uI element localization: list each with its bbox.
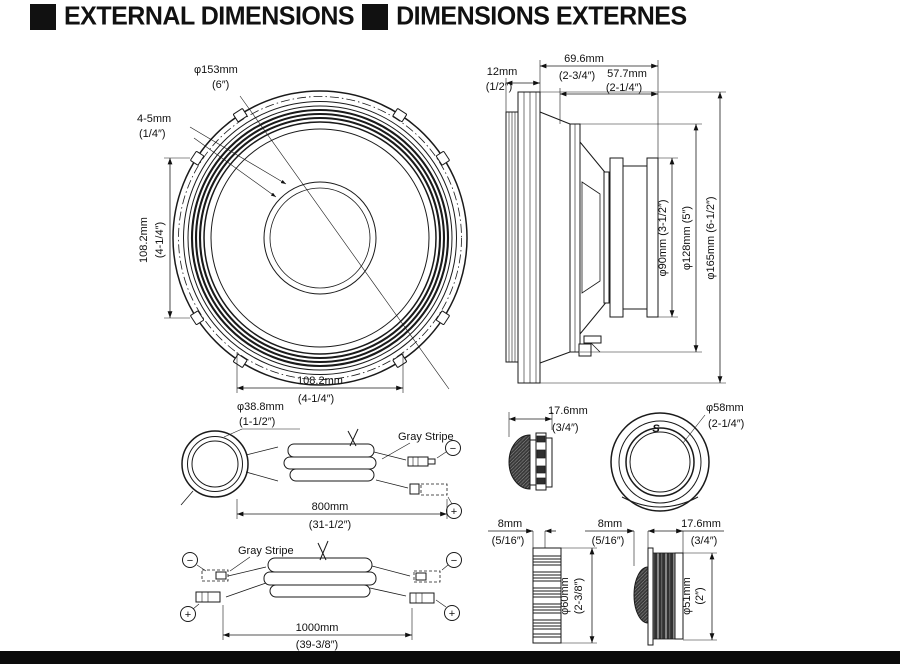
woofer-front-dimensions: φ153mm (6″) 4-5mm (1/4″) 108.2mm (4-1/4″… bbox=[137, 64, 404, 405]
dim-tweeter-depth: 17.6mm bbox=[548, 405, 588, 417]
dim-cable-length-1000-in: (39-3/8″) bbox=[296, 639, 338, 651]
harness-assembly: − + Gray Stripe bbox=[180, 540, 462, 651]
dim-cable-length-800: 800mm bbox=[312, 501, 349, 513]
bottom-border-bar bbox=[0, 651, 900, 664]
gray-stripe-label: Gray Stripe bbox=[398, 431, 454, 443]
negative-terminal-symbol: − bbox=[451, 555, 457, 567]
dim-hole-span-horizontal-in: (4-1/4″) bbox=[298, 393, 334, 405]
dim-angle-diameter-in: (2″) bbox=[694, 587, 706, 604]
dim-overall-diameter: φ165mm (6-1/2″) bbox=[705, 196, 717, 279]
woofer-side-view bbox=[505, 91, 659, 384]
dim-cable-length-1000: 1000mm bbox=[296, 622, 339, 634]
dim-angle-protrusion-in: (5/16″) bbox=[592, 535, 625, 547]
dim-hole-span-vertical: 108.2mm bbox=[138, 217, 150, 263]
spade-connector-positive bbox=[409, 483, 448, 496]
dim-tweeter-diameter: φ38.8mm bbox=[237, 401, 284, 413]
gray-stripe-label: Gray Stripe bbox=[238, 545, 294, 557]
negative-terminal-symbol: − bbox=[187, 555, 193, 567]
angle-mount-side-view: 8mm (5/16″) 17.6mm (3/4″) φ51mm (2″) bbox=[585, 518, 724, 646]
cup-thread-bands bbox=[533, 555, 561, 638]
dim-tweeter-depth-in: (3/4″) bbox=[552, 422, 579, 434]
dim-total-depth: 69.6mm bbox=[564, 53, 604, 65]
spade-connector-left-positive bbox=[195, 591, 221, 603]
dim-cable-length-800-in: (31-1/2″) bbox=[309, 519, 351, 531]
dim-angle-depth: 17.6mm bbox=[681, 518, 721, 530]
dim-woofer-diameter-in: (6″) bbox=[212, 79, 229, 91]
title-marker-en bbox=[30, 3, 56, 30]
dim-flange-thickness-in: (1/4″) bbox=[139, 128, 166, 140]
dim-mount-depth: 57.7mm bbox=[607, 68, 647, 80]
dim-cup-diameter: φ60mm bbox=[559, 577, 571, 615]
dim-tweeter-front-diameter-in: (2-1/4″) bbox=[708, 418, 744, 430]
dim-woofer-diameter: φ153mm bbox=[194, 64, 238, 76]
tweeter-side-view: 17.6mm (3/4″) bbox=[508, 405, 588, 491]
positive-terminal-symbol: + bbox=[451, 506, 457, 518]
dim-frame-diameter: φ128mm (5″) bbox=[681, 206, 693, 270]
dim-hole-span-horizontal: 108.2mm bbox=[297, 375, 343, 387]
dim-flange-thickness: 4-5mm bbox=[137, 113, 171, 125]
dim-total-depth-in: (2-3/4″) bbox=[559, 70, 595, 82]
dim-tweeter-front-diameter: φ58mm bbox=[706, 402, 744, 414]
brand-logo: S bbox=[652, 423, 660, 435]
dim-protrusion-in: (1/2″) bbox=[486, 81, 513, 93]
dim-tweeter-diameter-in: (1-1/2″) bbox=[239, 416, 275, 428]
title-marker-fr bbox=[362, 3, 389, 30]
dim-cup-diameter-in: (2-3/8″) bbox=[573, 578, 585, 614]
dim-angle-diameter: φ51mm bbox=[681, 577, 693, 615]
negative-terminal-symbol: − bbox=[450, 443, 456, 455]
woofer-front-view bbox=[172, 90, 468, 390]
dim-cup-protrusion-in: (5/16″) bbox=[492, 535, 525, 547]
dim-angle-depth-in: (3/4″) bbox=[691, 535, 718, 547]
spade-connector-right-positive bbox=[409, 592, 435, 604]
dim-cup-protrusion: 8mm bbox=[498, 518, 522, 530]
dim-hole-span-vertical-in: (4-1/4″) bbox=[154, 222, 166, 258]
dim-magnet-diameter: φ90mm (3-1/2″) bbox=[657, 199, 669, 276]
speaker-terminal bbox=[578, 335, 602, 357]
dim-angle-protrusion: 8mm bbox=[598, 518, 622, 530]
page-title-fr: DIMENSIONS EXTERNES bbox=[396, 1, 687, 31]
dim-protrusion: 12mm bbox=[487, 66, 518, 78]
spade-connector-negative bbox=[407, 456, 436, 467]
dim-mount-depth-in: (2-1/4″) bbox=[606, 82, 642, 94]
page-header: EXTERNAL DIMENSIONS DIMENSIONS EXTERNES bbox=[30, 1, 687, 31]
tweeter-cable-assembly: φ38.8mm (1-1/2″) − bbox=[180, 401, 462, 531]
positive-terminal-symbol: + bbox=[449, 608, 455, 620]
page-title-en: EXTERNAL DIMENSIONS bbox=[64, 1, 355, 31]
woofer-side-dimensions: 69.6mm (2-3/4″) 12mm (1/2″) 57.7mm (2-1/… bbox=[486, 53, 726, 384]
positive-terminal-symbol: + bbox=[185, 609, 191, 621]
mounting-cup-side-view: 8mm (5/16″) φ60mm (2-3/8″) bbox=[488, 518, 597, 644]
tweeter-front-view: S φ58mm (2-1/4″) bbox=[610, 402, 744, 512]
